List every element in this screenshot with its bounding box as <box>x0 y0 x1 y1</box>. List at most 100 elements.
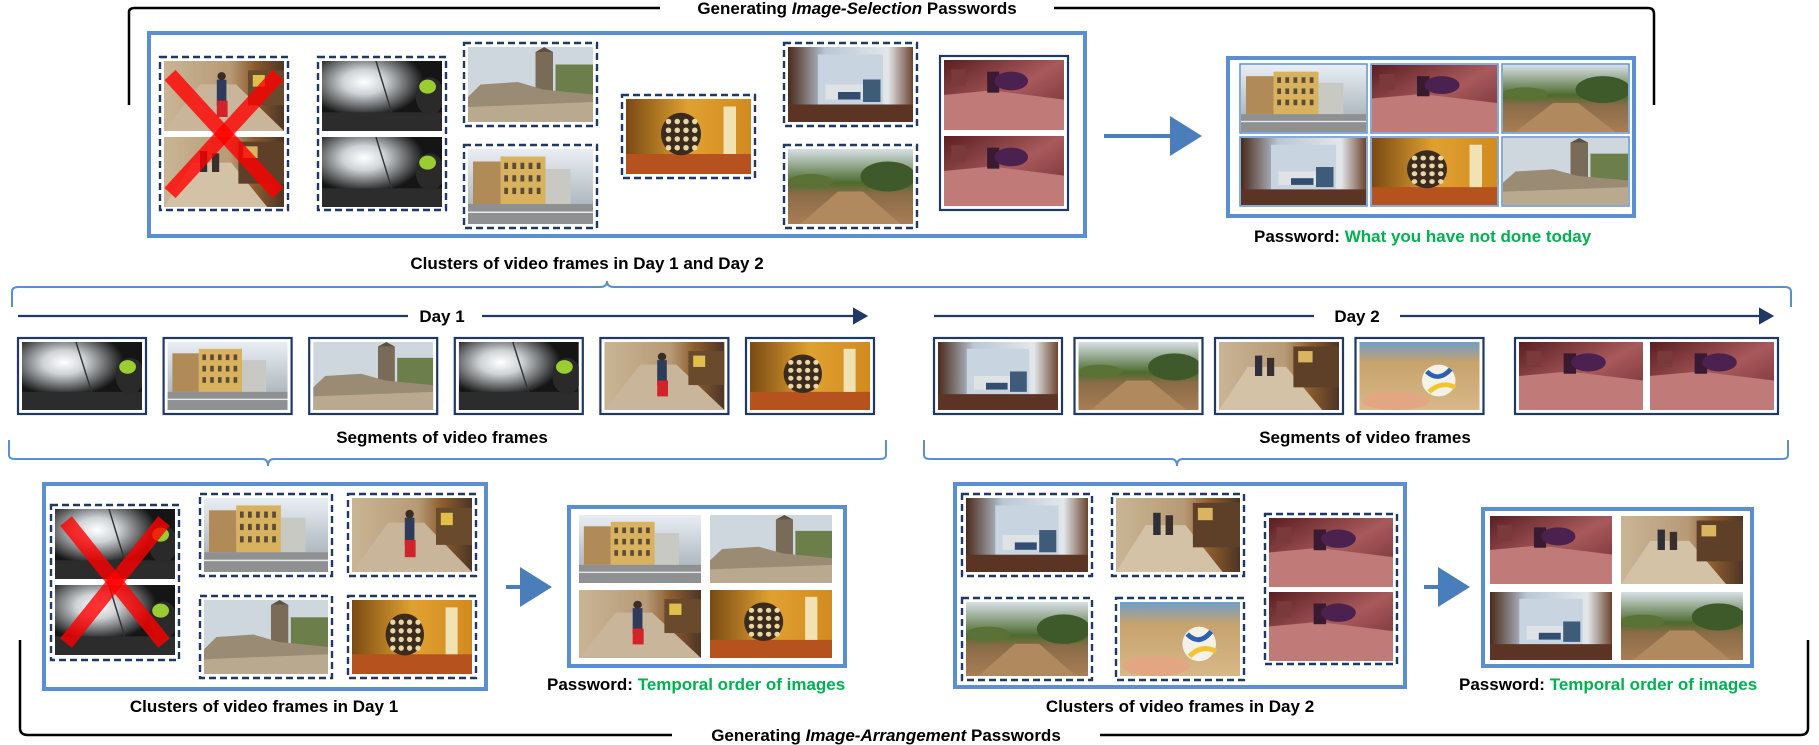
day1-label-part: Day 1 <box>419 307 464 326</box>
day1-password-label-part: Temporal order of images <box>638 675 846 694</box>
selection-password-label: Password: What you have not done today <box>1254 227 1592 246</box>
photo-beach-volleyball-hand <box>1120 602 1240 676</box>
photo-street-building <box>468 149 593 224</box>
photo-street-building <box>579 515 701 583</box>
day1-segment <box>162 336 293 416</box>
day2-segment <box>1073 336 1204 416</box>
photo-dark-red-room <box>1372 65 1497 132</box>
selection-password-label-part: Password: <box>1254 227 1345 246</box>
clusters-day1-label-part: Clusters of video frames in Day 1 <box>130 697 398 716</box>
day2-label: Day 2 <box>1334 307 1379 326</box>
photo-dark-red-room <box>1650 342 1774 410</box>
photo-walk-red-suitcase <box>604 342 725 410</box>
photo-lamp-yellow-hall <box>750 342 870 410</box>
photo-window-balcony <box>1241 138 1366 205</box>
day1-segment <box>308 336 439 416</box>
selection-title-part: Image-Selection <box>792 0 922 18</box>
photo-street-building <box>1241 65 1366 132</box>
photo-dark-red-room <box>1490 516 1612 584</box>
clusters-both-days-panel <box>147 31 1087 238</box>
day2-segment <box>1354 336 1485 416</box>
arrangement-title-part: Image-Arrangement <box>806 726 968 745</box>
brace-day1 <box>8 440 887 467</box>
day2-password-label-part: Temporal order of images <box>1550 675 1758 694</box>
day1-label: Day 1 <box>419 307 464 326</box>
cluster-4 <box>462 143 599 230</box>
photo-dark-red-room <box>1269 518 1393 587</box>
day1-cluster-a <box>198 492 334 578</box>
arrangement-title: Generating Image-Arrangement Passwords <box>711 726 1061 745</box>
cluster-5 <box>620 93 757 180</box>
photo-dirt-field <box>1621 592 1743 660</box>
cluster-3 <box>462 41 599 128</box>
photo-street-building <box>167 342 288 410</box>
photo-stone-ruins-tower <box>313 342 434 410</box>
day1-segment <box>16 336 148 416</box>
brace-top <box>11 280 1792 307</box>
photo-window-balcony <box>966 498 1088 572</box>
clusters-day2-label: Clusters of video frames in Day 2 <box>1046 697 1314 716</box>
day2-segment <box>1213 336 1345 416</box>
cluster-2 <box>316 55 448 212</box>
selection-title-part: Generating <box>697 0 791 18</box>
day2-password-label: Password: Temporal order of images <box>1459 675 1757 694</box>
clusters-day1-panel <box>42 482 488 691</box>
photo-window-balcony <box>938 342 1058 410</box>
clusters-both-days-label-part: Clusters of video frames in Day 1 and Da… <box>410 254 763 273</box>
day1-segment <box>599 336 730 416</box>
photo-walk-red-suitcase <box>352 498 472 572</box>
arrangement-title-part: Generating <box>711 726 805 745</box>
day2-cluster-b <box>1110 492 1246 578</box>
day1-cluster-d <box>346 594 478 680</box>
segments-label-day2-part: Segments of video frames <box>1259 428 1471 447</box>
photo-sunny-sky-backpack <box>458 342 579 410</box>
photo-walk-storefront <box>1116 498 1240 572</box>
photo-dirt-field <box>1078 342 1199 410</box>
arrangement-title-part: Passwords <box>966 726 1061 745</box>
cluster-6 <box>782 41 919 128</box>
photo-window-balcony <box>1490 592 1612 660</box>
day2-segment <box>932 336 1064 416</box>
photo-beach-volleyball-hand <box>1359 342 1480 410</box>
photo-stone-ruins-tower <box>710 515 832 583</box>
photo-sunny-sky-backpack <box>322 61 442 131</box>
selection-password-tile <box>1501 136 1630 207</box>
day1-cluster-rejected <box>49 503 181 662</box>
day1-password-panel <box>567 505 847 668</box>
day1-segment <box>453 336 584 416</box>
day2-segment-wide <box>1513 336 1780 416</box>
selection-password-panel <box>1226 56 1636 218</box>
photo-stone-ruins-tower <box>468 47 593 122</box>
photo-lamp-yellow-hall <box>626 99 751 174</box>
photo-stone-ruins-tower <box>1503 138 1628 205</box>
day1-reject-cross <box>60 516 170 648</box>
selection-password-tile <box>1370 63 1499 134</box>
reject-cross <box>164 69 284 199</box>
photo-walk-storefront <box>1621 516 1743 584</box>
day2-label-part: Day 2 <box>1334 307 1379 326</box>
photo-sunny-sky-backpack <box>22 342 142 410</box>
cluster-7 <box>782 143 919 230</box>
clusters-day2-panel <box>953 482 1407 689</box>
segments-label-day2: Segments of video frames <box>1259 428 1471 447</box>
day2-cluster-a <box>960 492 1094 578</box>
photo-stone-ruins-tower <box>204 600 328 674</box>
photo-dark-red-room <box>944 60 1064 130</box>
photo-street-building <box>204 498 328 572</box>
day2-cluster-d <box>1114 596 1246 682</box>
day1-cluster-c <box>198 594 334 680</box>
photo-dirt-field <box>788 149 913 224</box>
day1-segment <box>744 336 876 416</box>
selection-title-part: Passwords <box>922 0 1017 18</box>
selection-password-tile <box>1501 63 1630 134</box>
day2-password-label-part: Password: <box>1459 675 1550 694</box>
photo-lamp-yellow-hall <box>710 590 832 658</box>
photo-dark-red-room <box>1269 592 1393 661</box>
selection-password-tile <box>1239 63 1368 134</box>
day1-cluster-b <box>346 492 478 578</box>
bottom-bracket <box>18 640 1810 737</box>
day1-password-label-part: Password: <box>547 675 638 694</box>
photo-walk-storefront <box>1219 342 1339 410</box>
